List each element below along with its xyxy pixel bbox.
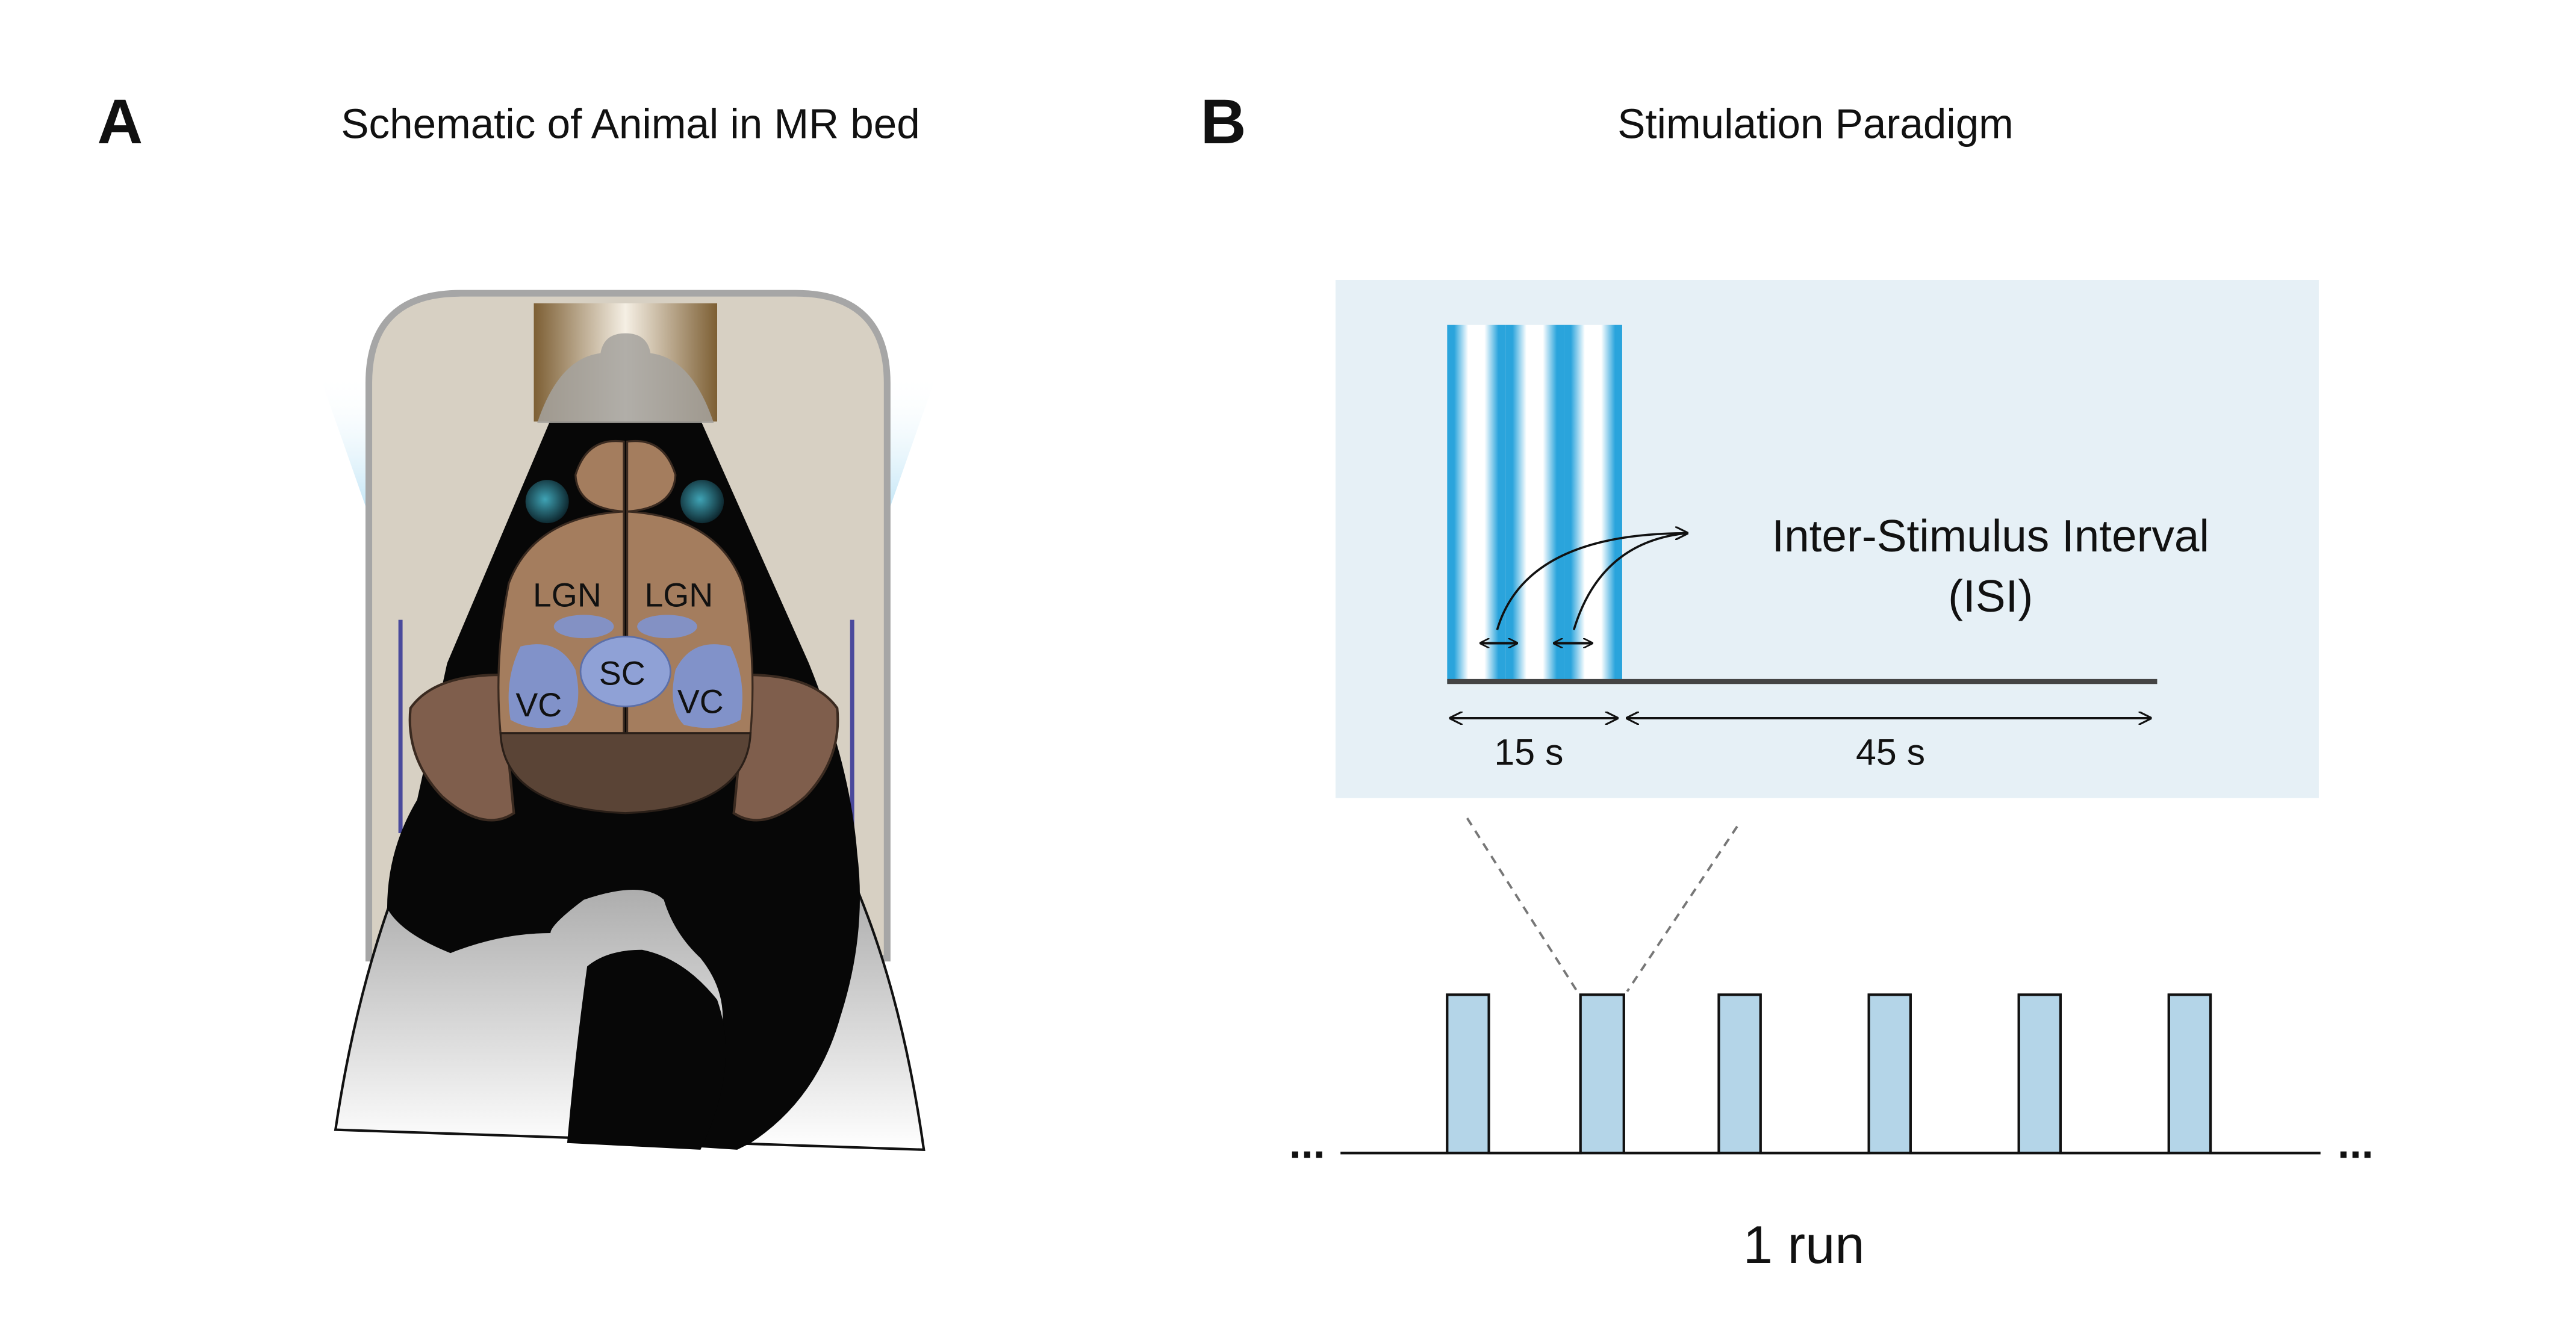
label-vc-right: VC	[677, 683, 724, 721]
sc-region	[579, 635, 671, 707]
ear-right	[732, 673, 839, 822]
isi-pointer-1	[1496, 533, 1687, 630]
cerebellum	[499, 732, 752, 814]
olfactory-bulb-right	[626, 439, 677, 513]
stim-block-6	[2167, 993, 2212, 1155]
rest-duration-label: 45 s	[1856, 731, 1925, 772]
nose-cone-face	[537, 333, 714, 424]
label-vc-left: VC	[515, 686, 562, 724]
stim-block-5	[2017, 993, 2062, 1155]
label-lgn-left: LGN	[533, 577, 602, 614]
stim-block-3	[1717, 993, 1762, 1155]
eye-right	[680, 480, 724, 524]
panel-b: B Stimulation Paradigm Inter-Stimulus In…	[1201, 87, 2374, 1274]
stim-duration-label: 15 s	[1494, 731, 1563, 772]
vc-region-right	[673, 644, 742, 728]
panel-b-letter: B	[1201, 87, 1246, 157]
eye-left	[525, 480, 569, 524]
block-train	[1340, 993, 2321, 1155]
isi-pointer-2	[1572, 532, 1688, 630]
label-lgn-right: LGN	[644, 577, 713, 614]
stripe-3	[1564, 324, 1622, 683]
label-sc: SC	[599, 655, 646, 692]
zoom-line-left	[1466, 817, 1578, 992]
vc-region-left	[508, 644, 579, 728]
stripe-2	[1505, 324, 1564, 683]
stimulus-stripes	[1447, 324, 1622, 683]
stim-block-2	[1579, 993, 1625, 1155]
panel-a: A Schematic of Animal in MR bed	[97, 87, 938, 1151]
panel-a-title: Schematic of Animal in MR bed	[341, 101, 919, 147]
panel-b-title: Stimulation Paradigm	[1617, 101, 2014, 147]
ellipsis-left: ...	[1289, 1120, 1325, 1168]
panel-a-letter: A	[97, 87, 143, 157]
olfactory-bulb-left	[574, 439, 625, 513]
ear-left	[408, 673, 515, 822]
ellipsis-right: ...	[2338, 1120, 2374, 1168]
run-label: 1 run	[1743, 1215, 1865, 1274]
block-train-trace	[1340, 993, 2321, 1155]
zoom-line-right	[1626, 825, 1738, 992]
isi-label-line2: (ISI)	[1948, 571, 2033, 621]
lgn-region-right	[637, 615, 697, 639]
stripe-1	[1447, 324, 1506, 683]
lgn-region-left	[553, 615, 614, 639]
stim-block-1	[1446, 993, 1490, 1155]
animal-paw	[567, 949, 726, 1150]
stim-block-4	[1867, 993, 1912, 1155]
isi-label-line1: Inter-Stimulus Interval	[1772, 510, 2209, 561]
